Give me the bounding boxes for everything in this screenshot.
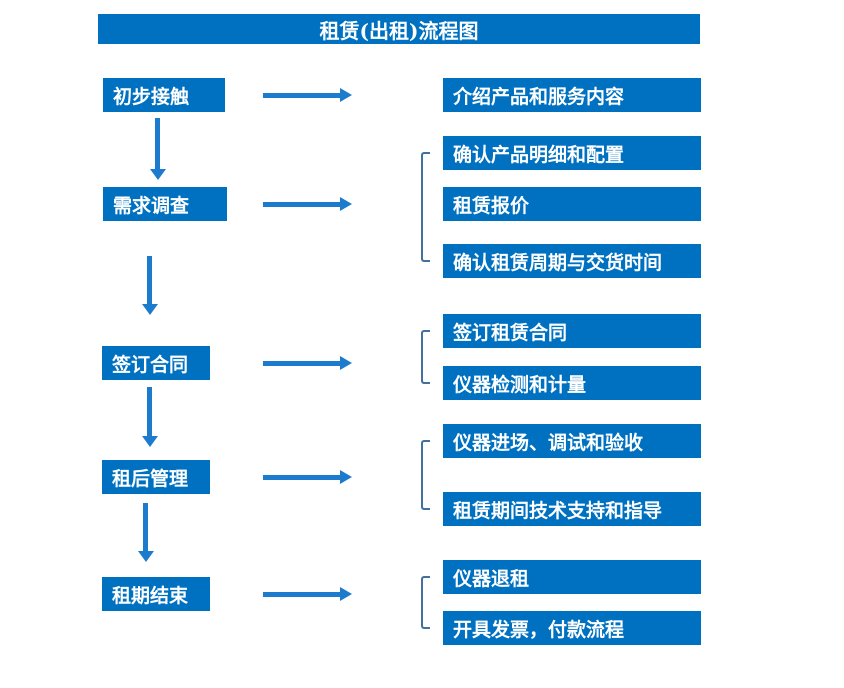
arrow-shaft [263, 361, 341, 366]
arrow-right-icon [263, 197, 352, 211]
arrow-head [138, 551, 154, 562]
arrow-head [340, 356, 352, 370]
detail-box-instrument-inspection: 仪器检测和计量 [443, 366, 701, 400]
detail-label: 租赁报价 [453, 194, 530, 217]
detail-box-confirm-product-details: 确认产品明细和配置 [443, 136, 701, 170]
detail-label: 签订租赁合同 [453, 321, 568, 344]
detail-label: 仪器进场、调试和验收 [453, 431, 644, 454]
detail-label: 确认产品明细和配置 [453, 143, 625, 166]
detail-box-instrument-entry: 仪器进场、调试和验收 [443, 424, 701, 458]
arrow-shaft [263, 475, 341, 480]
detail-box-invoice-payment: 开具发票，付款流程 [443, 611, 701, 645]
arrow-down-icon [142, 256, 158, 315]
arrow-shaft [143, 503, 148, 552]
arrow-head [150, 169, 166, 180]
arrow-shaft [155, 118, 160, 170]
step-label: 租后管理 [112, 467, 189, 490]
detail-box-sign-rental-contract: 签订租赁合同 [443, 314, 701, 348]
arrow-right-icon [263, 470, 352, 484]
detail-box-technical-support: 租赁期间技术支持和指导 [443, 492, 701, 526]
detail-label: 仪器检测和计量 [453, 373, 587, 396]
step-box-post-rental-management: 租后管理 [102, 460, 210, 494]
detail-box-instrument-return: 仪器退租 [443, 560, 701, 594]
arrow-right-icon [263, 587, 352, 601]
arrow-right-icon [263, 88, 352, 102]
detail-box-confirm-rental-period: 确认租赁周期与交货时间 [443, 244, 701, 278]
step-box-sign-contract: 签订合同 [102, 346, 210, 380]
arrow-head [142, 436, 158, 447]
detail-label: 介绍产品和服务内容 [453, 85, 625, 108]
arrow-shaft [263, 202, 341, 207]
arrow-shaft [263, 592, 341, 597]
arrow-down-icon [138, 503, 154, 562]
detail-box-rental-quote: 租赁报价 [443, 187, 701, 221]
step-label: 租期结束 [112, 584, 189, 607]
detail-label: 确认租赁周期与交货时间 [453, 251, 663, 274]
detail-label: 仪器退租 [453, 567, 530, 590]
group-bracket [421, 576, 430, 629]
arrow-head [340, 587, 352, 601]
arrow-head [340, 197, 352, 211]
diagram-title: 租赁(出租)流程图 [98, 14, 700, 44]
detail-box-introduce-products: 介绍产品和服务内容 [443, 78, 701, 112]
arrow-head [142, 304, 158, 315]
detail-label: 租赁期间技术支持和指导 [453, 499, 663, 522]
arrow-down-icon [150, 118, 166, 180]
step-label: 需求调查 [113, 194, 190, 217]
step-label: 签订合同 [112, 353, 189, 376]
arrow-shaft [147, 256, 152, 305]
step-box-demand-survey: 需求调查 [103, 187, 227, 221]
group-bracket [421, 330, 430, 384]
arrow-right-icon [263, 356, 352, 370]
group-bracket [421, 440, 430, 510]
detail-label: 开具发票，付款流程 [453, 618, 625, 641]
arrow-shaft [263, 93, 341, 98]
arrow-down-icon [142, 387, 158, 447]
group-bracket [421, 152, 430, 262]
arrow-head [340, 470, 352, 484]
step-label: 初步接触 [113, 85, 190, 108]
step-box-initial-contact: 初步接触 [103, 78, 225, 112]
arrow-head [340, 88, 352, 102]
step-box-rental-end: 租期结束 [102, 577, 210, 611]
arrow-shaft [147, 387, 152, 437]
